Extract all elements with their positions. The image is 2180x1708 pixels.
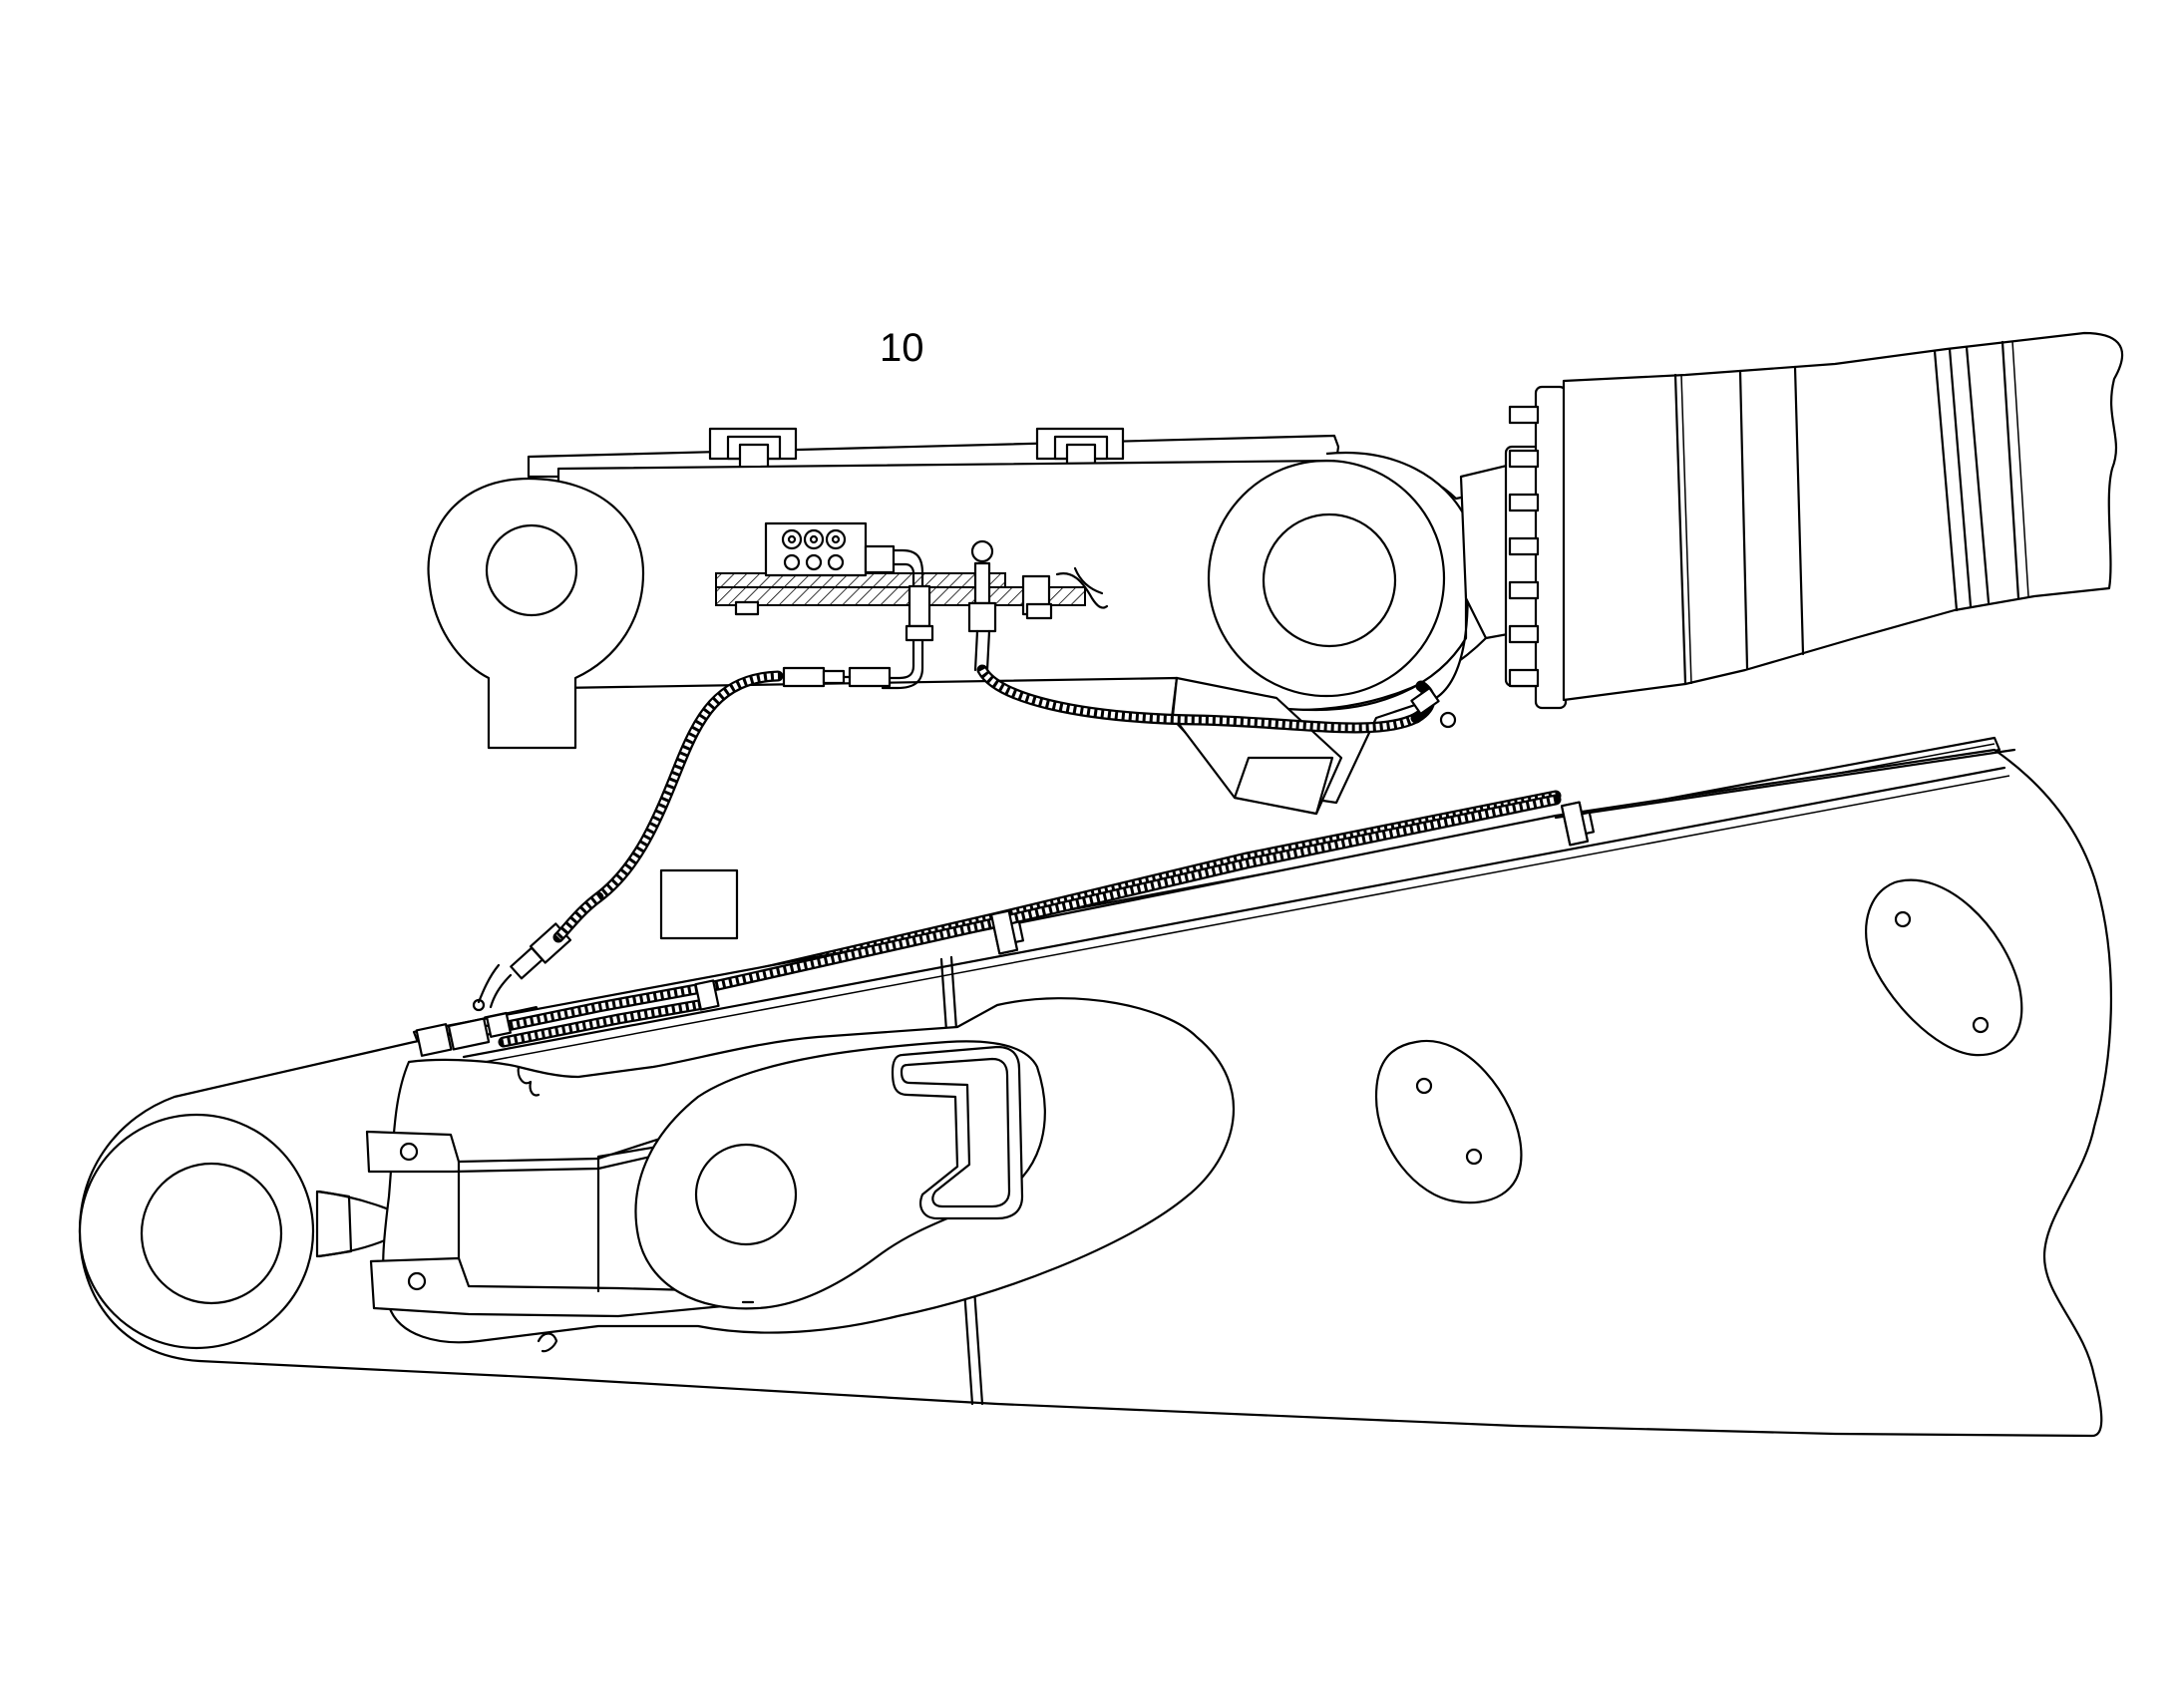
pipe-elbow (881, 646, 924, 690)
valve-ports (781, 528, 847, 571)
slot-bracket-inner (900, 1057, 1011, 1208)
pipe-fitting-vertical-2b (967, 601, 997, 633)
right-pivot-outer (1207, 459, 1446, 698)
pivot-lobe-bore (694, 1143, 798, 1246)
callout-10: 10 (880, 326, 924, 370)
flange-ring-inner (1534, 385, 1568, 710)
slot-bracket-outer (891, 1045, 1024, 1220)
hose-main (592, 670, 784, 903)
upper-link-pin (399, 1142, 419, 1162)
inspection-plate-middle-bolt-2 (1465, 1148, 1483, 1166)
boom-left-eye-bore (140, 1162, 283, 1305)
barrel-seam-1 (1673, 373, 1687, 686)
inspection-plate-right-bolt-2 (1972, 1016, 1990, 1034)
inspection-plate-right (1865, 878, 2023, 1057)
plate-bolt-nut (1025, 602, 1053, 620)
hose-fitting-1 (782, 666, 826, 688)
barrel-seam-6 (1948, 347, 1973, 608)
valve-block (764, 521, 868, 577)
hose-fitting-3 (848, 666, 892, 688)
barrel-seam-9 (2011, 340, 2029, 597)
pipe-fitting-vertical-2 (973, 561, 991, 605)
lower-boom (78, 736, 2113, 1438)
hose-right-end-cap (1439, 711, 1457, 729)
upper-cylinder-assembly (427, 427, 1588, 816)
hose-right-fitting (1410, 687, 1440, 715)
barrel-seam-4 (1793, 365, 1805, 656)
plate-notch-top (517, 1065, 541, 1097)
plate-bolt-nut-left (734, 600, 760, 616)
left-eye-bore (485, 523, 578, 617)
plate-notch-bottom (537, 1332, 558, 1353)
barrel-body (1562, 331, 2124, 702)
pipe-fitting-vertical-1b (905, 624, 934, 642)
hose-overlay (415, 794, 1590, 1057)
barrel-seam-3 (1738, 369, 1749, 670)
boom-rail-3 (1554, 748, 2016, 820)
barrel-seam-8 (2000, 340, 2020, 600)
pipe-elbow-inner (881, 646, 915, 680)
valve-outlet-pipe-2 (892, 562, 915, 650)
hose-fitting-2 (822, 669, 846, 685)
barrel-seam-2 (1680, 374, 1692, 685)
boom-rail-2 (468, 775, 2010, 1066)
plate-broken-edge-2 (1073, 566, 1104, 595)
plate-broken-edge (1055, 572, 1109, 609)
barrel-seam-7 (1965, 345, 1991, 604)
boom-left-eye-outer (78, 1113, 315, 1350)
top-clamp-left (708, 427, 798, 473)
boom-rail-1 (462, 766, 2006, 1059)
pipe-fitting-vertical-1 (908, 584, 931, 628)
right-pivot-bore (1262, 512, 1397, 648)
lower-lug-tab (1233, 756, 1334, 816)
mounting-plate-lower (715, 586, 1086, 606)
hose-fitting-5 (510, 946, 544, 980)
valve-block-assembly (715, 521, 1109, 690)
inspection-plate-middle (1374, 1039, 1523, 1204)
lower-link-pin (407, 1271, 427, 1291)
left-eye-lug (427, 477, 645, 750)
inspection-plate-right-bolt-1 (1894, 910, 1912, 928)
barrel-seam-5 (1933, 349, 1959, 612)
hydraulic-cylinder-barrel (1504, 331, 2124, 710)
hose-clamp-dot (472, 998, 486, 1012)
inspection-plate-middle-bolt-1 (1415, 1077, 1433, 1095)
valve-fitting (864, 544, 896, 574)
flange-bolts (1508, 405, 1540, 688)
reference-square (659, 868, 739, 940)
valve-outlet-pipe (892, 548, 924, 650)
breather-cap (970, 539, 994, 563)
